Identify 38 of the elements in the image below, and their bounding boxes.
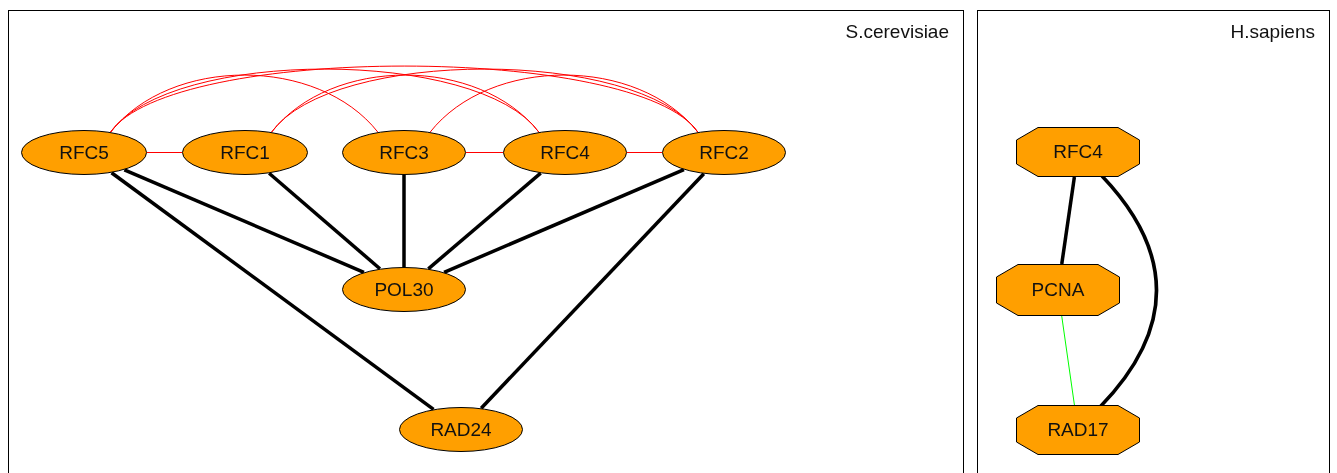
ellipse-node (21, 130, 147, 175)
connector-line (146, 152, 183, 153)
connector-line (268, 171, 382, 271)
octagon-node (1016, 405, 1140, 455)
connector-line (1060, 176, 1077, 265)
node-label: RAD17 (1047, 419, 1109, 441)
node-label: RFC4 (540, 141, 590, 164)
node-label: RFC3 (379, 141, 429, 164)
panel-frame (977, 10, 1330, 473)
connector-line (465, 152, 504, 153)
panel-frame (8, 10, 964, 473)
ellipse-node (342, 267, 466, 312)
panel-title: H.sapiens (1230, 21, 1315, 43)
ellipse-node (399, 407, 523, 452)
node-label: RFC5 (59, 141, 109, 164)
octagon-node (1016, 127, 1140, 177)
ellipse-node (342, 130, 466, 175)
panel-title: S.cerevisiae (845, 21, 949, 43)
node-label: RAD24 (430, 418, 492, 441)
node-label: RFC2 (699, 141, 749, 164)
connector-line (429, 74, 699, 133)
connector-line (427, 171, 542, 271)
octagon-node (996, 264, 1120, 316)
ellipse-node (182, 130, 308, 175)
node-label: POL30 (374, 278, 434, 301)
ellipse-node (662, 130, 786, 175)
node-label: RFC1 (220, 141, 270, 164)
connector-line (479, 172, 706, 410)
connector-line (1061, 315, 1075, 406)
connector-line (270, 68, 699, 133)
node-label: RFC4 (1053, 141, 1103, 163)
connector-line (443, 168, 685, 274)
connector-line (110, 171, 435, 411)
ellipse-node (503, 130, 627, 175)
connector-line (123, 168, 365, 274)
connector-line (626, 152, 663, 153)
node-label: PCNA (1031, 279, 1085, 301)
connector-line (402, 175, 406, 267)
